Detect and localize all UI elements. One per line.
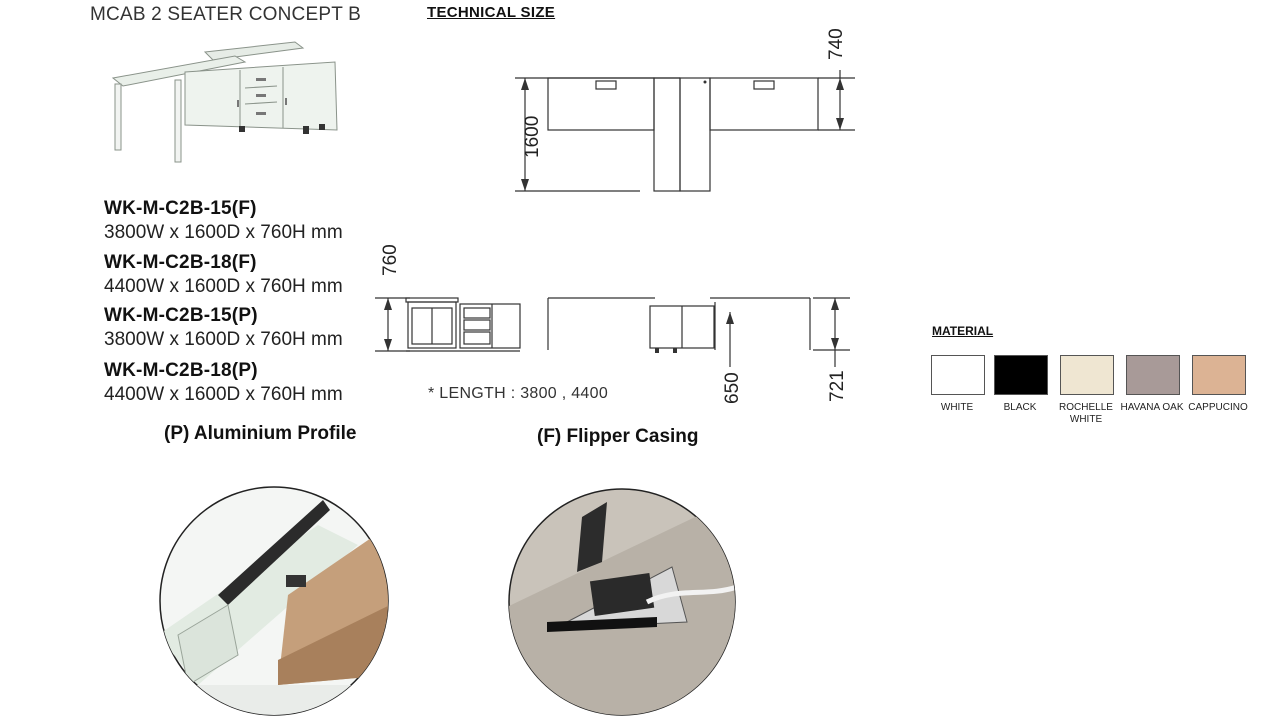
page-title: MCAB 2 SEATER CONCEPT B — [90, 4, 362, 25]
aluminium-profile-photo — [159, 486, 389, 716]
material-swatch-havana-oak — [1126, 355, 1180, 395]
model-code: WK-M-C2B-18(F) — [104, 252, 257, 273]
side-view-left-drawing — [375, 297, 521, 352]
model-code: WK-M-C2B-18(P) — [104, 360, 258, 381]
model-size: 4400W x 1600D x 760H mm — [104, 276, 343, 297]
flipper-casing-photo — [508, 488, 736, 716]
plan-view-drawing — [515, 70, 855, 192]
model-code: WK-M-C2B-15(F) — [104, 198, 257, 219]
aluminium-profile-caption: (P) Aluminium Profile — [164, 423, 357, 444]
panel-height-dimension-label: 721 — [827, 370, 848, 402]
material-swatch-black — [994, 355, 1048, 395]
product-illustration — [111, 41, 338, 163]
material-label: HAVANA OAK — [1120, 402, 1184, 413]
material-label: BLACK — [1003, 402, 1037, 413]
length-note: * LENGTH : 3800 , 4400 — [428, 385, 609, 402]
flipper-casing-caption: (F) Flipper Casing — [537, 426, 699, 447]
leg-clearance-dimension-label: 650 — [722, 372, 743, 404]
material-swatch-white — [931, 355, 985, 395]
side-view-right-drawing — [547, 297, 850, 367]
material-label: ROCHELLE WHITE — [1059, 402, 1113, 425]
depth-dimension-label: 1600 — [522, 115, 543, 158]
top-width-dimension-label: 740 — [826, 28, 847, 60]
model-size: 3800W x 1600D x 760H mm — [104, 222, 343, 243]
material-swatch-rochelle-white — [1060, 355, 1114, 395]
technical-size-title: TECHNICAL SIZE — [427, 4, 556, 21]
material-label: WHITE — [940, 402, 974, 413]
model-size: 3800W x 1600D x 760H mm — [104, 329, 343, 350]
material-title: MATERIAL — [932, 324, 994, 338]
model-size: 4400W x 1600D x 760H mm — [104, 384, 343, 405]
model-code: WK-M-C2B-15(P) — [104, 305, 258, 326]
height-dimension-label: 760 — [380, 244, 401, 276]
material-swatch-cappucino — [1192, 355, 1246, 395]
material-label: CAPPUCINO — [1188, 402, 1248, 413]
